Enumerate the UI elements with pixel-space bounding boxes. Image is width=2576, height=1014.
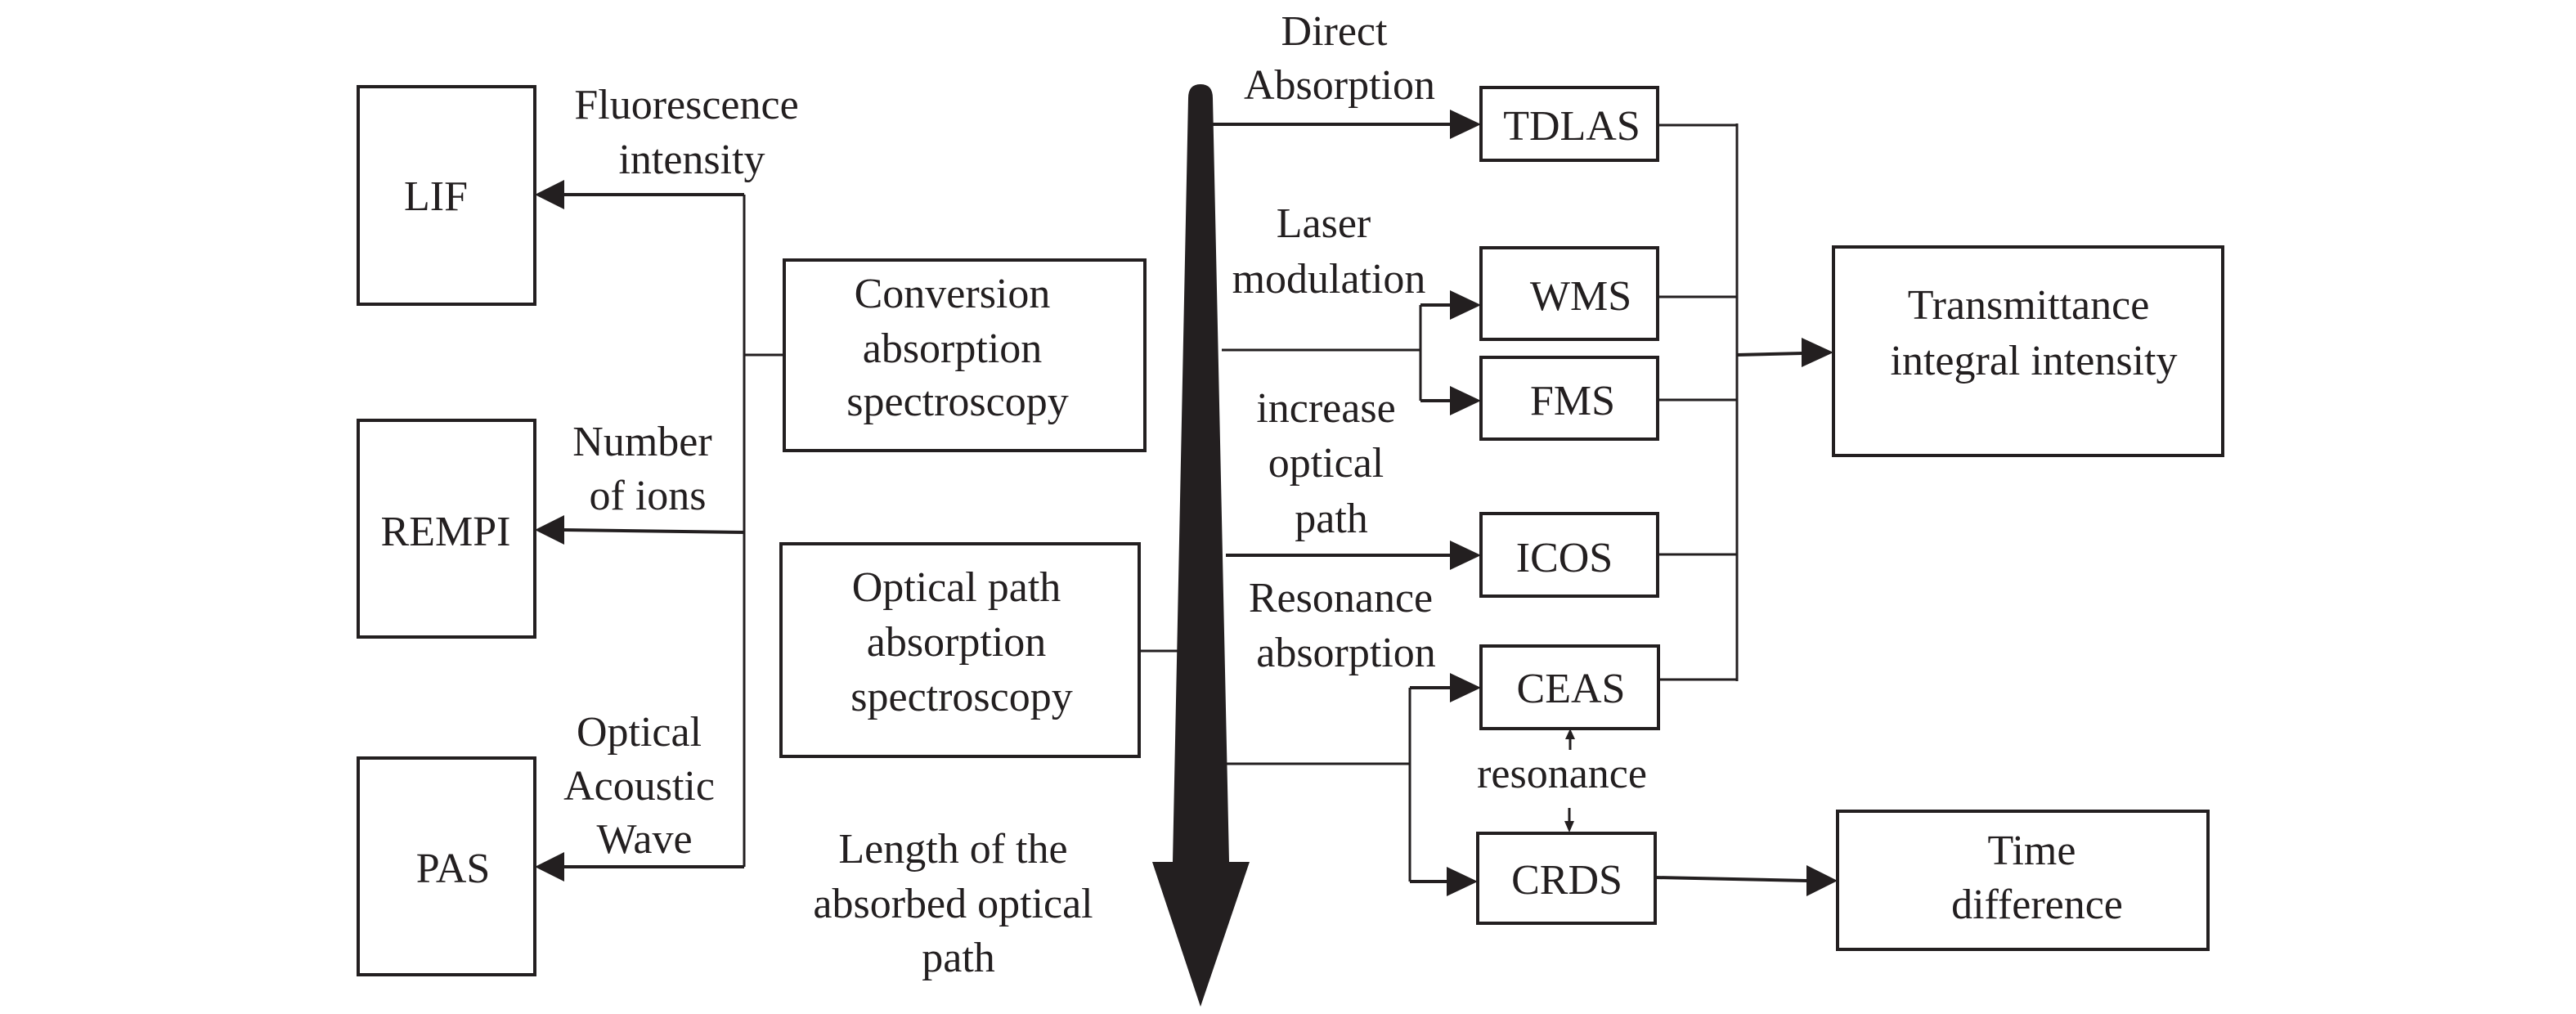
transmittance-collector bbox=[1658, 123, 1833, 681]
signal-label-fluorescence: Fluorescence intensity bbox=[574, 82, 809, 183]
node-icos-label: ICOS bbox=[1516, 535, 1613, 581]
arrow-head-wms bbox=[1450, 290, 1481, 320]
arrow-head-ceas bbox=[1450, 673, 1481, 702]
node-ceas: CEAS bbox=[1479, 644, 1660, 730]
arrow-head-fms bbox=[1450, 386, 1481, 415]
node-icos: ICOS bbox=[1479, 512, 1659, 598]
node-wms-label: WMS bbox=[1530, 273, 1631, 320]
optical-path-length-label: Length of the absorbed optical path bbox=[813, 826, 1103, 981]
branch-increase-optical-path bbox=[1226, 541, 1481, 570]
branch-label-increase: increase optical path bbox=[1256, 385, 1406, 542]
node-lif: LIF bbox=[357, 85, 536, 306]
branch-label-resonance-absorption: Resonance absorption bbox=[1249, 575, 1443, 676]
node-ceas-label: CEAS bbox=[1517, 666, 1626, 712]
node-rempi: REMPI bbox=[357, 419, 536, 639]
node-fms-label: FMS bbox=[1530, 378, 1615, 424]
node-conversion-absorption-label: Conversion absorption spectroscopy bbox=[846, 271, 1068, 425]
node-crds: CRDS bbox=[1476, 832, 1657, 925]
branch-direct bbox=[1213, 110, 1481, 139]
node-optical-path-absorption: Optical path absorption spectroscopy bbox=[779, 542, 1141, 758]
node-tdlas-label: TDLAS bbox=[1503, 103, 1640, 150]
output-time-difference: Time difference bbox=[1836, 810, 2210, 951]
node-tdlas: TDLAS bbox=[1479, 86, 1659, 162]
arrow-head-pas bbox=[535, 852, 564, 882]
arrow-head-transmittance bbox=[1802, 338, 1833, 367]
conversion-connector bbox=[535, 180, 784, 882]
arrow-head-tdlas bbox=[1450, 110, 1481, 139]
crds-to-time-connector bbox=[1654, 865, 1838, 896]
output-transmittance: Transmittance integral intensity bbox=[1832, 245, 2224, 457]
output-time-difference-label: Time difference bbox=[1951, 828, 2123, 928]
node-crds-label: CRDS bbox=[1511, 857, 1622, 904]
output-transmittance-label: Transmittance integral intensity bbox=[1891, 282, 2178, 384]
node-rempi-label: REMPI bbox=[381, 509, 511, 555]
node-lif-label: LIF bbox=[404, 173, 468, 220]
optical-path-length-arrow bbox=[1152, 84, 1250, 1007]
arrow-head-time bbox=[1806, 865, 1838, 896]
signal-label-ions: Number of ions bbox=[572, 419, 722, 519]
node-wms: WMS bbox=[1479, 246, 1659, 341]
arrow-head-rempi bbox=[535, 515, 564, 545]
arrow-head-lif bbox=[535, 180, 564, 209]
arrow-head-resonance-up bbox=[1565, 729, 1575, 739]
arrow-head-crds bbox=[1447, 867, 1478, 896]
node-pas-label: PAS bbox=[416, 846, 491, 892]
resonance-coupling: resonance bbox=[1477, 729, 1647, 832]
node-pas: PAS bbox=[357, 756, 536, 976]
node-conversion-absorption: Conversion absorption spectroscopy bbox=[783, 258, 1147, 452]
branch-resonance-absorption bbox=[1227, 673, 1481, 896]
node-optical-path-absorption-label: Optical path absorption spectroscopy bbox=[850, 564, 1072, 720]
arrow-head-icos bbox=[1450, 541, 1481, 570]
branch-laser-modulation bbox=[1222, 290, 1481, 415]
resonance-label: resonance bbox=[1477, 751, 1647, 797]
node-fms: FMS bbox=[1479, 356, 1659, 441]
signal-label-acoustic: Optical Acoustic Wave bbox=[563, 709, 725, 863]
branch-label-laser: Laser modulation bbox=[1232, 200, 1426, 303]
arrow-head-resonance-down bbox=[1564, 821, 1574, 832]
branch-label-direct: Direct Absorption bbox=[1244, 8, 1435, 109]
